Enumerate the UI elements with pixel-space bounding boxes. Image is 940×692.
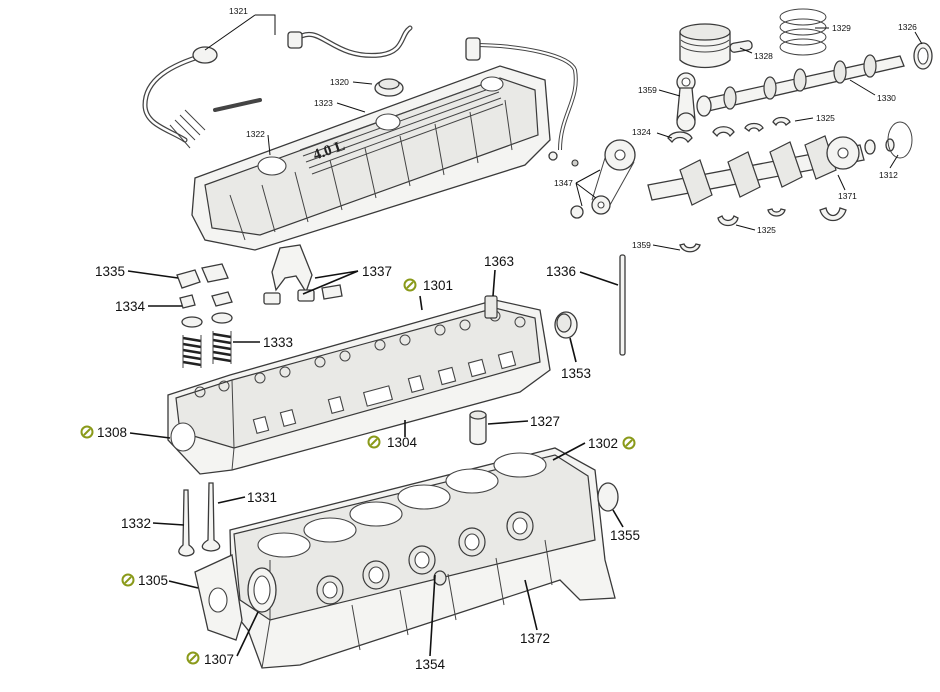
freeze-plug	[554, 311, 578, 339]
label-1329: 1329	[832, 23, 851, 33]
piston-rings	[779, 8, 827, 56]
label-1347: 1347	[554, 178, 573, 188]
label-1302: 1302	[588, 436, 618, 451]
leader-lines	[127, 14, 923, 657]
label-1325-top: 1325	[816, 113, 835, 123]
label-1325-bottom: 1325	[757, 225, 776, 235]
engine-block	[229, 447, 616, 669]
label-1353: 1353	[561, 366, 591, 381]
rocker-bridge	[263, 244, 343, 305]
label-1330: 1330	[877, 93, 896, 103]
label-1371: 1371	[838, 191, 857, 201]
label-1337: 1337	[362, 264, 392, 279]
label-1328: 1328	[754, 51, 773, 61]
label-1332: 1332	[121, 516, 151, 531]
gasket-markers	[80, 278, 636, 665]
label-1363: 1363	[484, 254, 514, 269]
label-1354: 1354	[415, 657, 446, 672]
hydraulic-lifter	[469, 410, 487, 446]
label-1359-bottom: 1359	[632, 240, 651, 250]
oil-filler-cap	[374, 78, 404, 97]
valve-cover: 4.0 L	[191, 65, 551, 251]
label-1324: 1324	[632, 127, 651, 137]
label-1326: 1326	[898, 22, 917, 32]
rocker-arms	[176, 263, 233, 309]
label-1312: 1312	[879, 170, 898, 180]
bearing-shells	[667, 116, 847, 253]
vent-hoses	[142, 25, 413, 149]
label-1301: 1301	[423, 278, 453, 293]
label-1308: 1308	[97, 425, 127, 440]
gasket-ring-icon	[367, 435, 381, 449]
label-1323: 1323	[314, 98, 333, 108]
label-1333: 1333	[263, 335, 293, 350]
sensor-wire	[465, 37, 578, 161]
label-1335: 1335	[95, 264, 125, 279]
label-1331: 1331	[247, 490, 277, 505]
block-end-plate	[194, 554, 243, 641]
label-1321: 1321	[229, 6, 248, 16]
label-1307: 1307	[204, 652, 234, 667]
label-1322: 1322	[246, 129, 265, 139]
part-labels: 1321 1320 1323 1322 1328 1329 1326 1359 …	[95, 6, 917, 672]
crankshaft	[647, 135, 895, 206]
label-1372: 1372	[520, 631, 550, 646]
valve-springs	[181, 312, 233, 368]
cam-bearing	[913, 42, 933, 70]
label-1334: 1334	[115, 299, 146, 314]
gasket-ring-icon	[80, 425, 94, 439]
gasket-ring-icon	[186, 651, 200, 665]
label-1336: 1336	[546, 264, 576, 279]
cylinder-head	[167, 295, 551, 475]
valves	[178, 482, 221, 557]
label-1359-top: 1359	[638, 85, 657, 95]
gasket-ring-icon	[403, 278, 417, 292]
block-freeze-plug	[597, 482, 619, 512]
label-1327: 1327	[530, 414, 560, 429]
camshaft	[696, 54, 905, 117]
label-1304: 1304	[387, 435, 418, 450]
rear-main-seal	[887, 121, 913, 159]
pushrod	[619, 254, 626, 356]
gasket-ring-icon	[622, 436, 636, 450]
label-1355: 1355	[610, 528, 640, 543]
gasket-ring-icon	[121, 573, 135, 587]
timing-gears	[570, 139, 636, 219]
piston	[679, 23, 753, 69]
label-1320: 1320	[330, 77, 349, 87]
connecting-rod	[676, 72, 696, 132]
label-1305: 1305	[138, 573, 168, 588]
